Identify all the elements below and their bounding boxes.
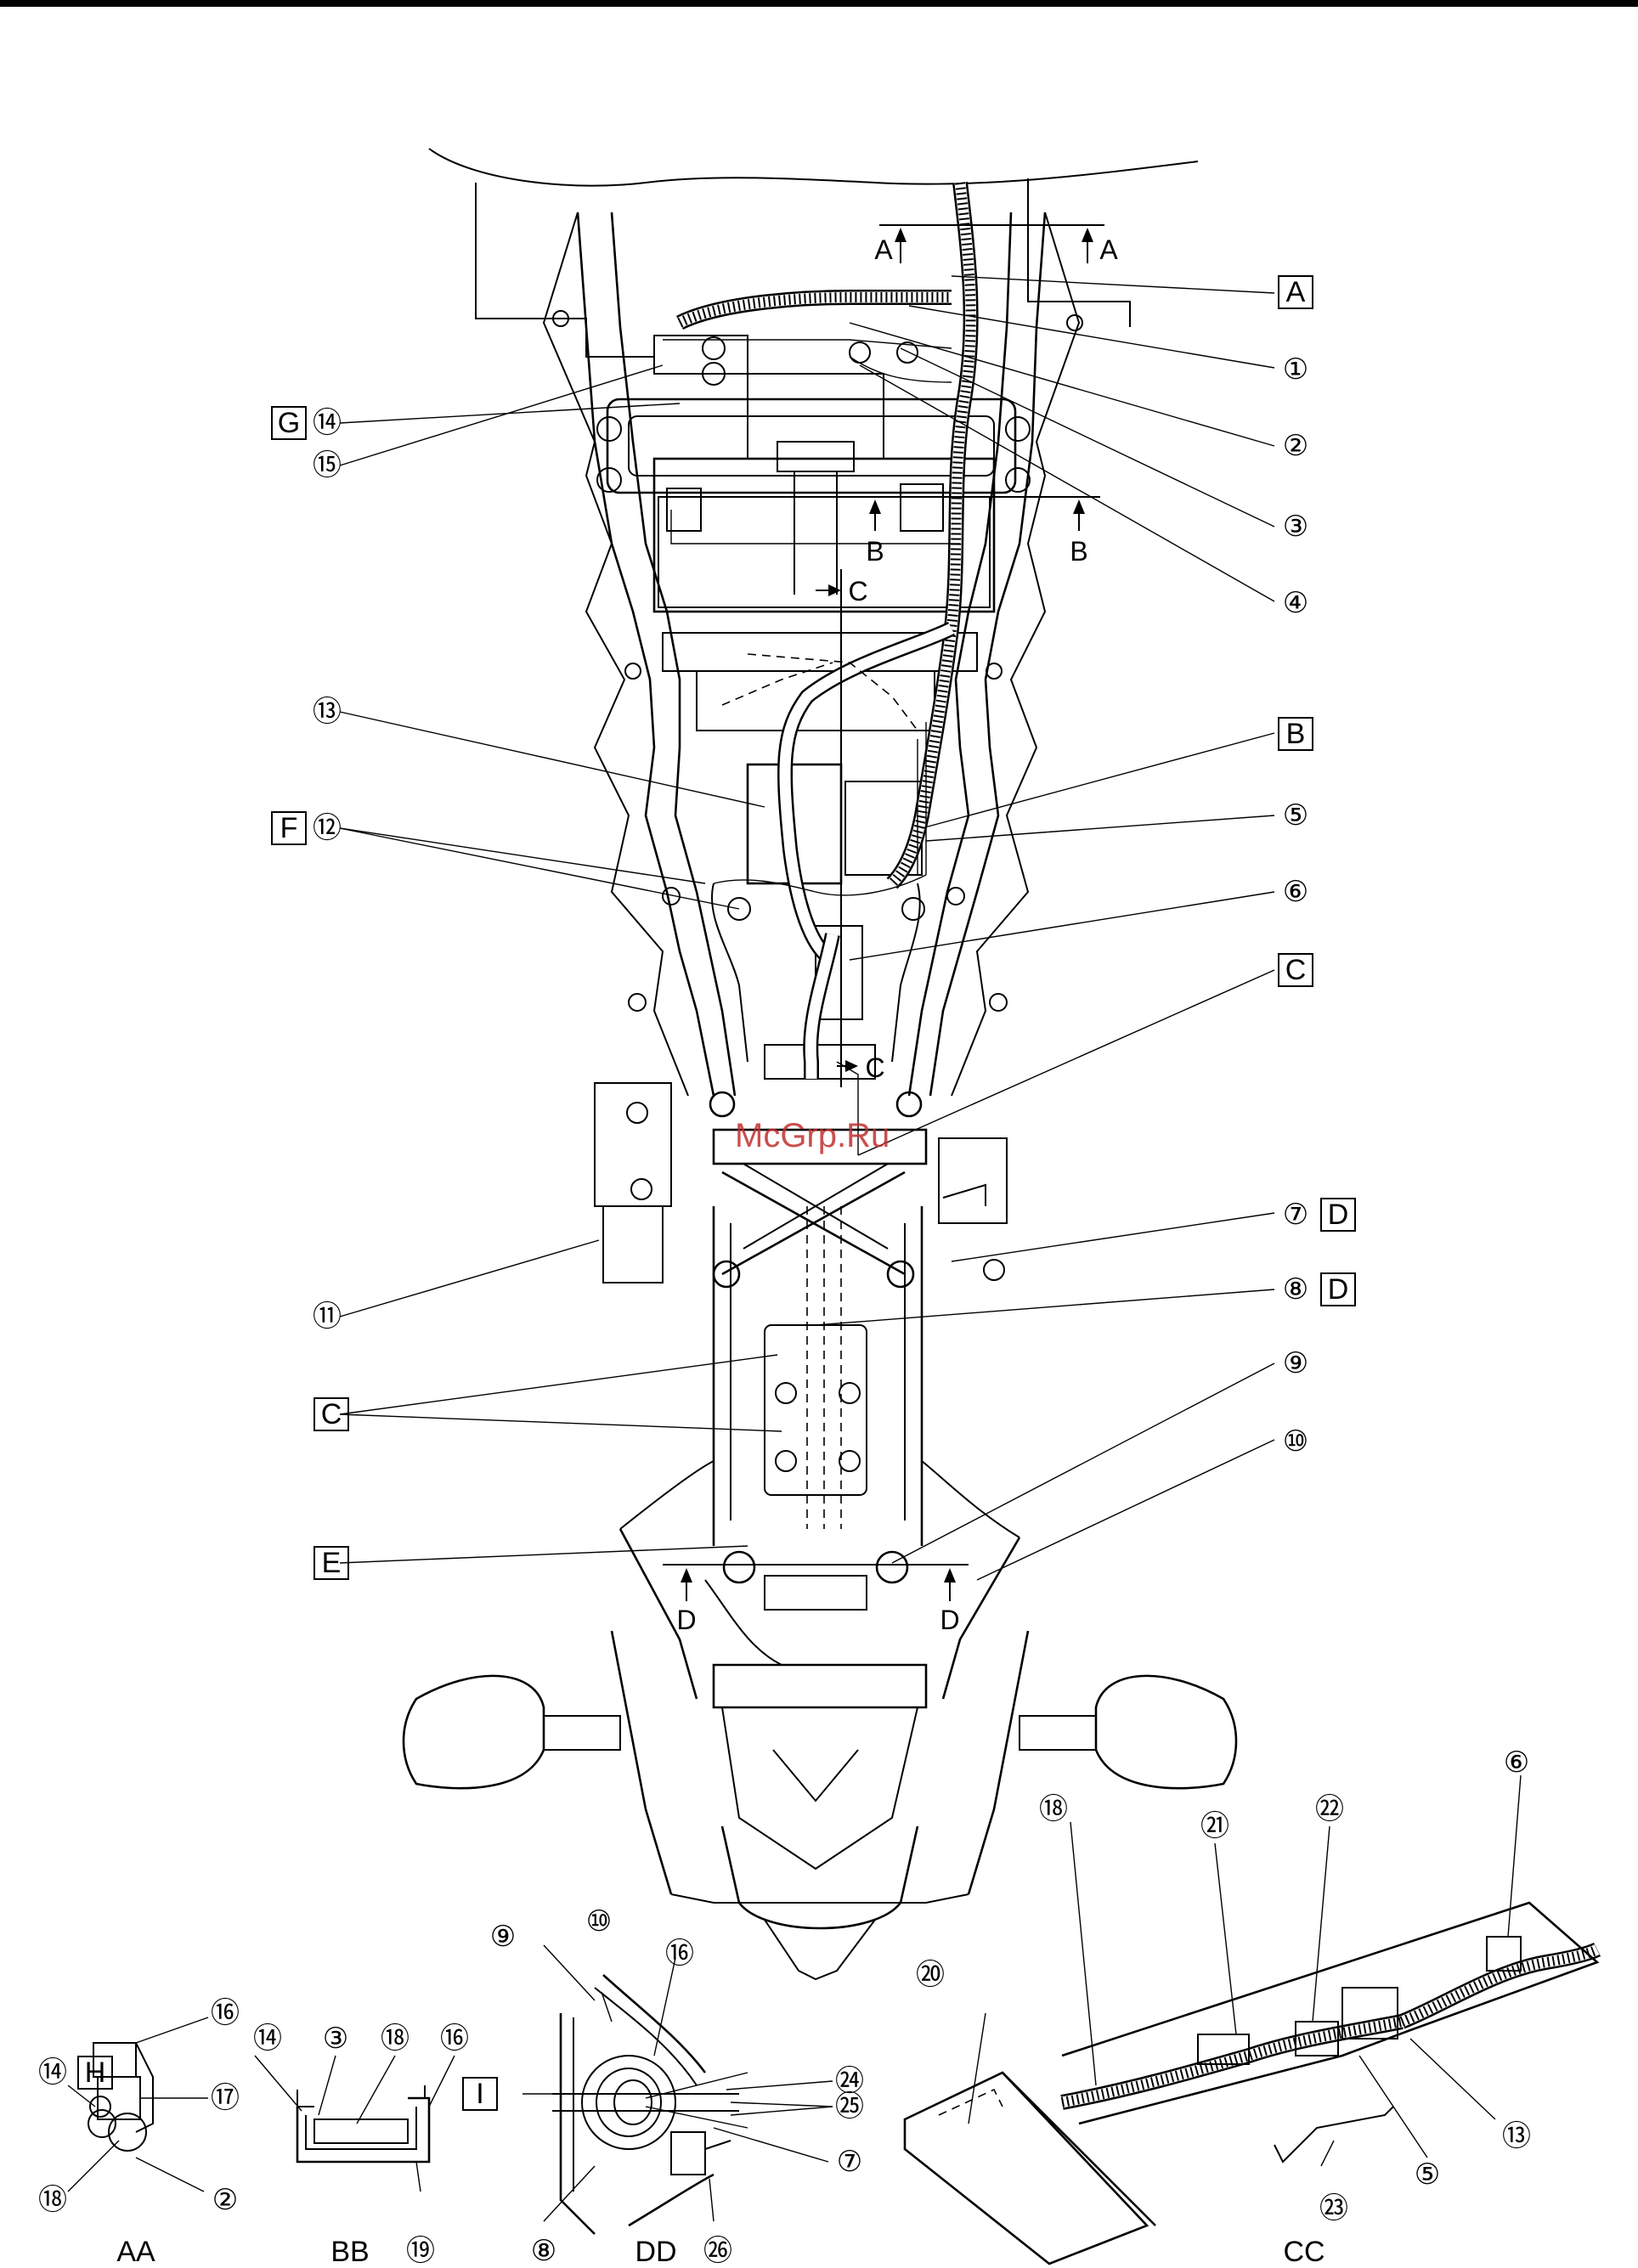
frame-drawing xyxy=(404,149,1236,1979)
callout-8-dd: ⑧ xyxy=(531,2235,556,2267)
boxed-letter-i: I xyxy=(476,2078,483,2110)
callout-3-bb: ③ xyxy=(323,2023,348,2055)
callout-7-dd: ⑦ xyxy=(837,2146,862,2178)
callout-25-dd: ㉕ xyxy=(835,2090,864,2123)
callout-19-bb: ⑲ xyxy=(406,2235,435,2267)
boxed-letter-h: H xyxy=(85,2056,106,2089)
boxed-letter-g: G xyxy=(278,407,300,439)
section-mark-letters: A A B B C C D D xyxy=(676,234,1118,1635)
callout-5: ⑤ xyxy=(1283,799,1308,832)
callout-14-bb: ⑭ xyxy=(253,2023,282,2055)
callout-1: ① xyxy=(1283,353,1308,386)
detail-view-dd xyxy=(522,1945,833,2234)
section-b-left: B xyxy=(866,536,884,567)
callout-circles: ① ② ③ ④ ⑤ ⑥ ⑦ ⑧ ⑨ ⑩ ⑪ ⑫ ⑬ ⑭ ⑮ ⑭ ⑯ ⑰ ⑱ ② … xyxy=(38,353,1531,2267)
callout-14-aa: ⑭ xyxy=(38,2056,67,2089)
view-title-dd: DD xyxy=(635,2236,676,2268)
callout-21-cc: ㉑ xyxy=(1200,1810,1229,1842)
section-d-right: D xyxy=(940,1605,959,1635)
section-d-left: D xyxy=(676,1605,696,1635)
detail-view-cc xyxy=(905,1775,1597,2264)
callout-22-cc: ㉒ xyxy=(1315,1793,1344,1825)
section-c-lower: C xyxy=(865,1052,884,1083)
callout-9: ⑨ xyxy=(1283,1347,1308,1379)
boxed-letter-b: B xyxy=(1286,718,1306,750)
section-a-left: A xyxy=(874,234,893,265)
view-title-bb: BB xyxy=(330,2236,369,2268)
callout-16-dd: ⑯ xyxy=(665,1938,694,1970)
watermark: McGrp.Ru xyxy=(735,1117,890,1154)
section-b-right: B xyxy=(1070,536,1087,567)
callout-26-dd: ㉖ xyxy=(703,2235,732,2267)
detail-view-bb xyxy=(255,2056,455,2192)
boxed-letter-f: F xyxy=(280,812,298,844)
callout-12: ⑫ xyxy=(313,812,342,844)
view-title-cc: CC xyxy=(1283,2236,1325,2268)
callout-6: ⑥ xyxy=(1283,876,1308,908)
callout-18-cc: ⑱ xyxy=(1039,1793,1068,1825)
callout-2-aa: ② xyxy=(212,2184,238,2216)
boxed-letter-labels: A B C D D G F C E H I xyxy=(78,276,1355,2110)
boxed-letter-c-right: C xyxy=(1285,954,1307,986)
callout-17-aa: ⑰ xyxy=(211,2082,240,2114)
callout-18-aa: ⑱ xyxy=(38,2184,67,2216)
callout-2: ② xyxy=(1283,430,1308,462)
detail-view-aa xyxy=(68,2017,208,2192)
callout-16-aa: ⑯ xyxy=(211,1997,240,2029)
callout-13: ⑬ xyxy=(313,696,342,728)
callout-10-dd: ⑩ xyxy=(586,1905,612,1938)
callout-15: ⑮ xyxy=(313,449,342,482)
callout-23-cc: ㉓ xyxy=(1319,2192,1348,2225)
callout-14: ⑭ xyxy=(313,407,342,439)
callout-3: ③ xyxy=(1283,511,1308,543)
callout-4: ④ xyxy=(1283,587,1308,619)
section-c-upper: C xyxy=(848,576,867,606)
boxed-letter-a: A xyxy=(1286,276,1306,308)
callout-8: ⑧ xyxy=(1283,1273,1308,1306)
callout-6-cc: ⑥ xyxy=(1504,1746,1529,1779)
callout-7: ⑦ xyxy=(1283,1199,1308,1231)
callout-18-bb: ⑱ xyxy=(381,2023,410,2055)
view-title-aa: AA xyxy=(116,2236,155,2268)
callout-11: ⑪ xyxy=(313,1300,342,1333)
boxed-letter-d-lower: D xyxy=(1328,1273,1349,1306)
callout-16-bb: ⑯ xyxy=(440,2023,469,2055)
callout-20-cc: ⑳ xyxy=(916,1959,945,1991)
boxed-letter-e: E xyxy=(322,1547,342,1579)
boxed-letter-d-upper: D xyxy=(1328,1199,1349,1231)
callout-13-cc: ⑬ xyxy=(1502,2120,1531,2152)
boxed-letter-c-left: C xyxy=(321,1398,342,1430)
callout-5-cc: ⑤ xyxy=(1415,2158,1440,2191)
callout-9-dd: ⑨ xyxy=(490,1921,516,1953)
callout-10: ⑩ xyxy=(1283,1425,1308,1458)
section-a-right: A xyxy=(1099,234,1118,265)
